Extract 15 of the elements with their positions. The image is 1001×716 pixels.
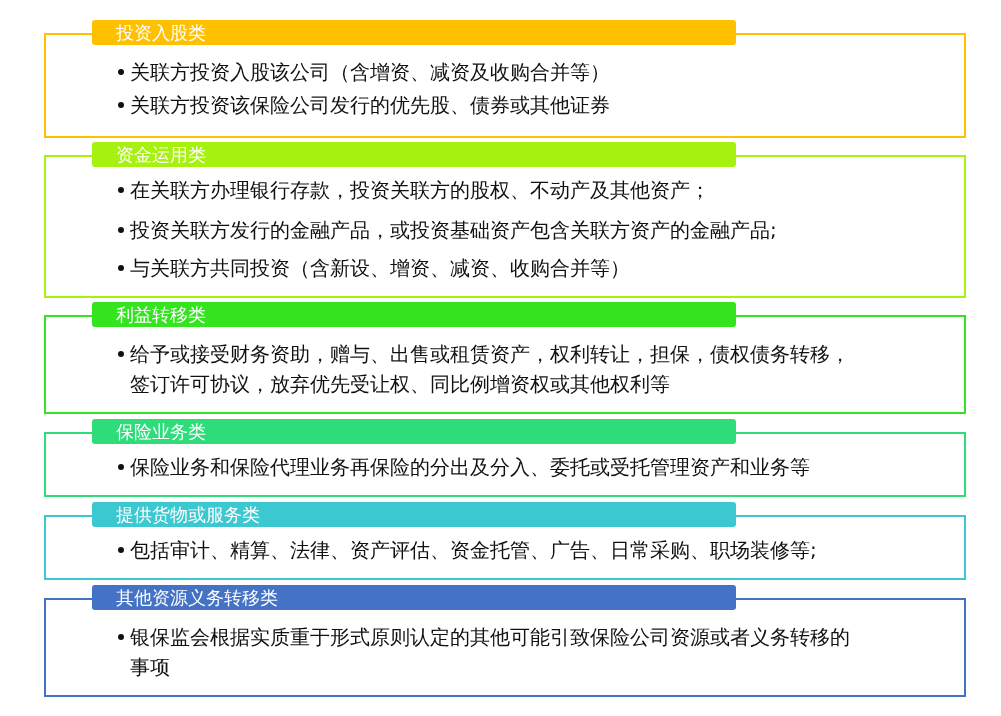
category-heading: 资金运用类 — [92, 142, 736, 167]
category-heading: 其他资源义务转移类 — [92, 585, 736, 610]
bullet-item: 与关联方共同投资（含新设、增资、减资、收购合并等） — [130, 255, 631, 282]
category-heading: 保险业务类 — [92, 419, 736, 444]
bullet-item: 投资关联方发行的金融产品，或投资基础资产包含关联方资产的金融产品; — [130, 217, 778, 244]
category-heading: 提供货物或服务类 — [92, 502, 736, 527]
category-heading: 投资入股类 — [92, 20, 736, 45]
bullet-item: 包括审计、精算、法律、资产评估、资金托管、广告、日常采购、职场装修等; — [130, 537, 818, 564]
bullet-item: 给予或接受财务资助，赠与、出售或租赁资产，权利转让，担保，债权债务转移，签订许可协议，放弃优先受让权、同比例增资权或其他权利等 — [130, 341, 851, 398]
bullet-item: 关联方投资该保险公司发行的优先股、债券或其他证券 — [130, 92, 611, 119]
category-heading: 利益转移类 — [92, 302, 736, 327]
bullet-item: 在关联方办理银行存款，投资关联方的股权、不动产及其他资产； — [130, 177, 711, 204]
bullet-item: 保险业务和保险代理业务再保险的分出及分入、委托或受托管理资产和业务等 — [130, 454, 811, 481]
bullet-item: 关联方投资入股该公司（含增资、减资及收购合并等） — [130, 59, 611, 86]
bullet-item: 银保监会根据实质重于形式原则认定的其他可能引致保险公司资源或者义务转移的事项 — [130, 624, 851, 681]
